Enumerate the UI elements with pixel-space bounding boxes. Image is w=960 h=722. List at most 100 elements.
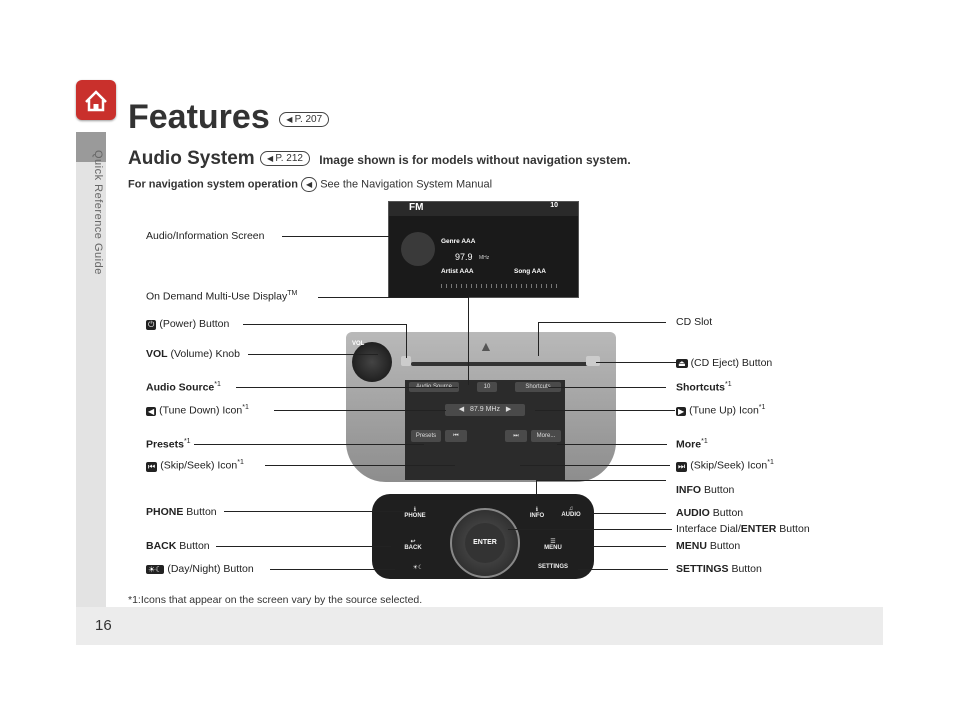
footnote-mark: *1 — [214, 381, 221, 388]
leader-line — [538, 322, 539, 356]
leader-line — [538, 322, 666, 323]
footnote-mark: *1 — [758, 404, 766, 411]
page-title-text: Features — [128, 98, 270, 136]
volume-knob[interactable]: VOL — [352, 341, 392, 382]
info-icon: ℹ — [535, 507, 539, 513]
settings-button[interactable]: SETTINGS — [537, 564, 568, 570]
tune-down-icon[interactable]: ◀ — [458, 406, 469, 413]
nav-manual-ref-icon[interactable] — [300, 177, 318, 192]
label-info-text: Button — [704, 484, 735, 496]
label-on-demand-tm: TM — [287, 290, 298, 297]
label-audio-source: Audio Source*1 — [146, 381, 221, 394]
tune-up-icon[interactable]: ▶ — [501, 406, 512, 413]
presets-button[interactable]: Presets — [411, 430, 441, 442]
home-button[interactable] — [76, 80, 116, 120]
leader-line — [508, 529, 672, 530]
leader-line — [468, 297, 469, 385]
leader-line — [236, 387, 458, 388]
footnote: *1:Icons that appear on the screen vary … — [128, 594, 423, 606]
page-footer-band — [76, 607, 883, 645]
power-button[interactable] — [401, 356, 411, 366]
label-more: More*1 — [676, 438, 708, 451]
leader-line — [194, 444, 424, 445]
section-note: Image shown is for models without naviga… — [319, 153, 631, 167]
skip-back-icon[interactable]: ⏮ — [445, 430, 467, 442]
navigation-note: For navigation system operation See the … — [128, 177, 492, 192]
label-settings-button: SETTINGS Button — [676, 563, 762, 575]
cd-eject-button[interactable] — [586, 356, 600, 366]
tune-down-arrow-icon: ◀ — [146, 406, 157, 416]
label-vol-bold: VOL — [146, 348, 168, 360]
cd-slot[interactable] — [411, 362, 591, 366]
info-button[interactable]: ℹ INFO — [522, 506, 552, 519]
label-skip-right: ⏭(Skip/Seek) Icon*1 — [676, 459, 774, 472]
label-dial-text: Button — [779, 523, 810, 535]
leader-line — [265, 465, 455, 466]
label-cd-eject-text: (CD Eject) Button — [690, 357, 773, 369]
leader-line — [274, 410, 446, 411]
title-page-ref-link[interactable]: P. 207 — [279, 111, 330, 127]
section-heading-text: Audio System — [128, 148, 255, 169]
label-presets-bold: Presets — [146, 438, 184, 451]
label-skip-left: ⏮(Skip/Seek) Icon*1 — [146, 459, 244, 472]
footnote-mark: *1 — [183, 438, 191, 445]
menu-button[interactable]: ☰ MENU — [536, 538, 570, 551]
tune-bar: ◀ 87.9 MHz ▶ — [445, 404, 525, 416]
screen-genre: Genre AAA — [441, 238, 476, 245]
leader-line — [318, 297, 468, 298]
label-audio-source-bold: Audio Source — [146, 381, 215, 394]
day-night-button[interactable]: ☀☾ — [406, 564, 430, 571]
label-power-text: (Power) Button — [159, 318, 230, 330]
power-icon: ⏻ — [146, 320, 157, 330]
skip-forward-icon[interactable]: ⏭ — [505, 430, 527, 442]
label-audio-text: Button — [712, 507, 744, 519]
eject-icon: ⏏ — [676, 359, 688, 368]
leader-line — [520, 465, 670, 466]
audio-button-label: AUDIO — [561, 512, 581, 518]
leader-line — [406, 324, 407, 358]
more-button[interactable]: More... — [531, 430, 561, 442]
label-tune-up: ▶(Tune Up) Icon*1 — [676, 404, 765, 417]
footnote-mark: *1 — [725, 381, 732, 388]
label-on-demand-text: On Demand Multi-Use Display — [146, 290, 288, 303]
leader-line — [248, 354, 378, 355]
section-label: Quick Reference Guide — [92, 150, 104, 275]
label-day-night: ☀☾(Day/Night) Button — [146, 563, 254, 575]
label-on-demand-display: On Demand Multi-Use DisplayTM — [146, 290, 297, 303]
audio-button[interactable]: ♫ AUDIO — [556, 506, 586, 518]
leader-line — [548, 387, 666, 388]
music-note-icon: ♫ — [568, 506, 574, 512]
label-back-button: BACK Button — [146, 540, 210, 552]
label-volume-knob: VOL (Volume) Knob — [146, 348, 240, 360]
screen-band: FM — [409, 202, 424, 213]
display-freq: 87.9 — [470, 406, 484, 413]
leader-line — [536, 480, 537, 494]
menu-button-label: MENU — [544, 545, 562, 551]
leader-line — [216, 546, 391, 547]
back-button[interactable]: ↩ BACK — [396, 538, 430, 551]
leader-line — [270, 569, 395, 570]
label-tune-down: ◀(Tune Down) Icon*1 — [146, 404, 249, 417]
skip-forward-label-icon: ⏭ — [676, 461, 688, 472]
shortcuts-button[interactable]: Shortcuts — [515, 382, 561, 392]
interface-dial[interactable]: ENTER — [450, 508, 520, 578]
page-number: 16 — [95, 617, 112, 634]
leader-line — [243, 324, 406, 325]
label-audio-info-screen: Audio/Information Screen — [146, 230, 265, 242]
navigation-note-bold: For navigation system operation — [128, 178, 298, 191]
home-icon — [85, 90, 107, 112]
label-shortcuts-bold: Shortcuts — [676, 381, 726, 394]
label-cd-slot: CD Slot — [676, 316, 713, 328]
label-skip-right-text: (Skip/Seek) Icon — [690, 459, 768, 472]
label-dial-pre: Interface Dial/ — [676, 523, 741, 535]
label-tune-down-text: (Tune Down) Icon — [159, 404, 243, 417]
navigation-note-ref: See the Navigation System Manual — [320, 178, 493, 191]
display-volume: 10 — [477, 382, 497, 392]
tune-up-arrow-icon: ▶ — [676, 406, 687, 416]
leader-line — [596, 362, 676, 363]
subtitle-page-ref-link[interactable]: P. 212 — [259, 151, 310, 167]
phone-button[interactable]: ℹ PHONE — [400, 506, 430, 519]
enter-button[interactable]: ENTER — [465, 523, 505, 563]
label-back-text: Button — [179, 540, 210, 552]
display-freq-unit: MHz — [485, 406, 500, 413]
